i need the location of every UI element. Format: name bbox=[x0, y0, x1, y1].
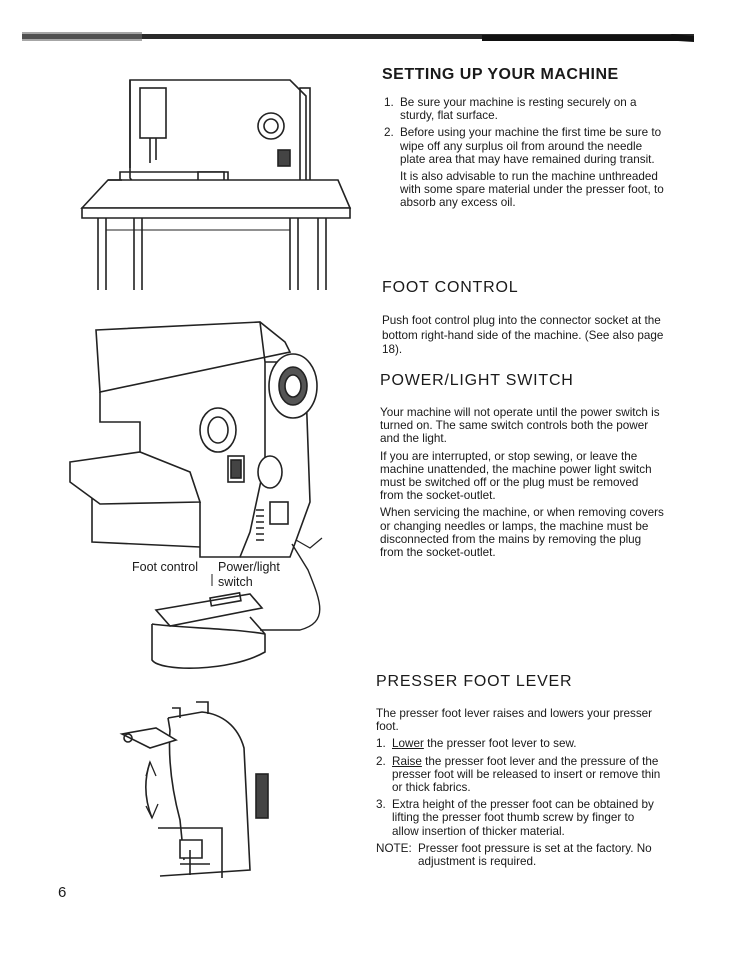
machine-foot-control-illustration bbox=[69, 321, 323, 669]
section-title-power-light-switch: POWER/LIGHT SWITCH bbox=[380, 372, 574, 389]
setting-up-body: 1. Be sure your machine is resting secur… bbox=[384, 96, 670, 214]
foot-control-label: Foot control bbox=[132, 560, 199, 574]
switch-label: switch bbox=[218, 575, 253, 589]
section-title-presser-foot-lever: PRESSER FOOT LEVER bbox=[376, 673, 573, 690]
power-light-body: Your machine will not operate until the … bbox=[380, 406, 664, 563]
machine-on-table-illustration bbox=[80, 79, 352, 290]
top-edge-bar bbox=[22, 32, 694, 42]
presser-foot-steps: 1. Lower the presser foot lever to sew. … bbox=[376, 737, 662, 837]
list-item: 3. Extra height of the presser foot can … bbox=[376, 798, 654, 838]
list-item: 1. Be sure your machine is resting secur… bbox=[384, 96, 637, 123]
presser-foot-body: The presser foot lever raises and lowers… bbox=[376, 707, 662, 868]
setting-up-note: It is also advisable to run the machine … bbox=[400, 170, 664, 210]
list-item: 1. Lower the presser foot lever to sew. bbox=[376, 737, 577, 751]
power-light-paragraph: When servicing the machine, or when remo… bbox=[380, 506, 664, 560]
presser-foot-note: NOTE: Presser foot pressure is set at th… bbox=[376, 841, 652, 869]
list-item: 2. Raise the presser foot lever and the … bbox=[376, 754, 661, 795]
foot-control-text: Push foot control plug into the connecto… bbox=[382, 314, 664, 356]
power-light-paragraph: Your machine will not operate until the … bbox=[380, 406, 660, 446]
presser-foot-intro: The presser foot lever raises and lowers… bbox=[376, 707, 653, 734]
section-title-foot-control: FOOT CONTROL bbox=[382, 279, 519, 296]
power-light-label: Power/light bbox=[218, 560, 280, 574]
page-number: 6 bbox=[58, 884, 67, 901]
section-title-setting-up: SETTING UP YOUR MACHINE bbox=[382, 66, 619, 83]
list-item: 2. Before using your machine the first t… bbox=[384, 126, 662, 166]
setting-up-steps: 1. Be sure your machine is resting secur… bbox=[384, 96, 670, 166]
presser-foot-lever-illustration bbox=[119, 701, 269, 878]
power-light-paragraph: If you are interrupted, or stop sewing, … bbox=[380, 449, 652, 503]
